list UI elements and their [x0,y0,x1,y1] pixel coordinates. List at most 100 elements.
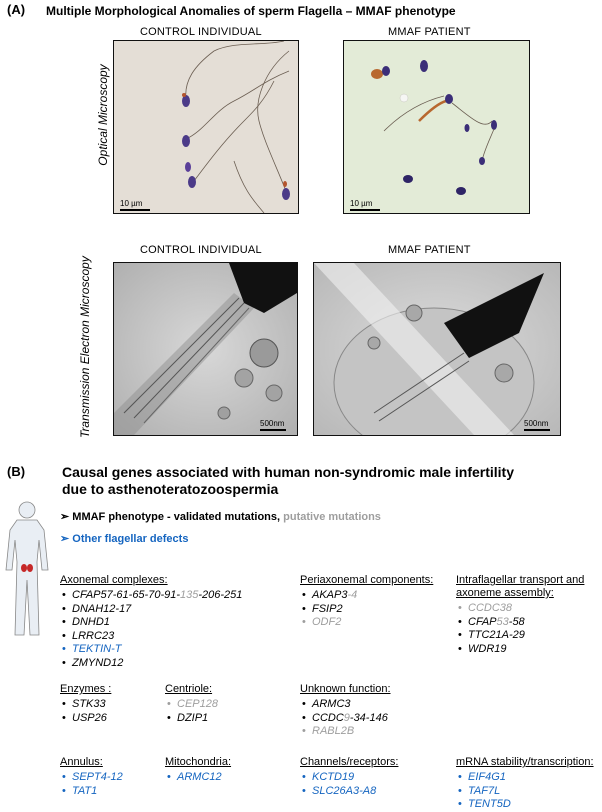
gene-item: TEKTIN-T [60,643,242,657]
scalebar-line [350,209,380,211]
group-title: mRNA stability/transcription: [456,756,594,768]
tem-control-micrograph [114,263,297,435]
gene-name-part: DNHD1 [72,616,110,628]
gene-name-part: STK33 [72,698,106,710]
gene-list: SEPT4-12TAT1 [60,771,123,798]
row-label-optical: Optical Microscopy [96,64,110,166]
gene-name-part: EIF4G1 [468,771,506,783]
scalebar-optical-control: 10 µm [120,199,150,211]
gene-name-part: CEP128 [177,698,218,710]
gene-name-part: CFAP [468,615,497,628]
col-label-control-tem: CONTROL INDIVIDUAL [140,244,262,256]
panel-b-title-line2: due to asthenoteratozoospermia [62,481,279,497]
optical-control-micrograph [114,41,298,213]
gene-list: CFAP57-61-65-70-91-135-206-251DNAH12-17D… [60,589,242,670]
legend-mmaf-arrow-icon: ➢ [60,511,70,523]
scalebar-line [260,429,286,431]
optical-control-image: 10 µm [113,40,299,214]
gene-item: TAF7L [456,785,594,799]
gene-name-part: TEKTIN-T [72,643,122,655]
gene-name-part: WDR19 [468,642,507,655]
gene-name-part: ODF2 [312,616,342,628]
col-label-patient-tem: MMAF PATIENT [388,244,471,256]
gene-item: CEP128 [165,698,218,712]
scalebar-line [524,429,550,431]
legend-other: ➢ Other flagellar defects [60,532,188,545]
group-title: Unknown function: [300,683,391,695]
gene-item: AKAP3-4 [300,589,433,603]
gene-name-part: RABL2B [312,725,355,737]
tem-control-image: 500nm [113,262,298,436]
gene-name-part: SLC26A3-A8 [312,784,377,797]
gene-name-part: FSIP2 [312,602,343,615]
group-title: Axonemal complexes: [60,574,168,586]
group-channels: Channels/receptors: KCTD19SLC26A3-A8 [300,756,398,798]
group-mitochondria: Mitochondria: ARMC12 [165,756,231,785]
tem-patient-micrograph [314,263,560,435]
group-intraflagellar: Intraflagellar transport and axoneme ass… [456,574,584,656]
gene-name-part: ZMYND12 [72,656,124,669]
group-title: Centriole: [165,683,213,695]
gene-name-part: TTC21A-29 [468,629,525,641]
group-title: Channels/receptors: [300,756,399,768]
gene-name-part: SEPT4-12 [72,771,123,783]
scalebar-label: 500nm [260,419,285,428]
group-title: Mitochondria: [165,756,232,768]
gene-name-part: TAT1 [72,784,98,797]
gene-name-part: USP26 [72,711,107,724]
tem-patient-image: 500nm [313,262,561,436]
gene-name-part: KCTD19 [312,771,355,783]
group-centriole: Centriole: CEP128DZIP1 [165,683,218,725]
group-mrna: mRNA stability/transcription: EIF4G1TAF7… [456,756,594,812]
gene-list: AKAP3-4FSIP2ODF2 [300,589,433,630]
legend-mmaf: ➢ MMAF phenotype - validated mutations, … [60,510,381,523]
scalebar-line [120,209,150,211]
gene-name-part: DNAH12-17 [72,602,132,615]
gene-name-part: TAF7L [468,784,501,797]
group-periaxonemal: Periaxonemal components: AKAP3-4FSIP2ODF… [300,574,433,630]
panel-b-title: Causal genes associated with human non-s… [62,464,514,498]
gene-name-part: AKAP3 [312,589,348,601]
scalebar-label: 10 µm [350,199,373,208]
gene-item: LRRC23 [60,630,242,644]
panel-a-title: Multiple Morphological Anomalies of sper… [46,4,456,18]
group-axonemal: Axonemal complexes: CFAP57-61-65-70-91-1… [60,574,242,670]
gene-name-part: -4 [347,589,358,601]
gene-name-part: ARMC3 [312,698,351,710]
gene-list: STK33USP26 [60,698,111,725]
group-title: Annulus: [60,756,103,768]
scalebar-tem-control: 500nm [260,419,286,431]
gene-name-part: ARMC12 [177,771,222,783]
gene-name-part: -58 [508,615,525,628]
optical-patient-micrograph [344,41,529,213]
gene-item: CFAP53-58 [456,616,584,630]
row-label-tem: Transmission Electron Microscopy [78,256,92,438]
group-title-line2: axoneme assembly: [456,587,554,599]
gene-name-part: 9 [343,711,350,724]
legend-mmaf-label: MMAF phenotype - validated mutations, [72,511,281,523]
gene-name-part: CFAP57-61-65-70-91- [72,589,181,601]
gene-item: KCTD19 [300,771,398,785]
gene-item: ARMC12 [165,771,231,785]
col-label-patient-optical: MMAF PATIENT [388,26,471,38]
scalebar-tem-patient: 500nm [524,419,550,431]
legend-putative-label: putative mutations [283,511,381,523]
gene-name-part: DZIP1 [177,711,209,724]
gene-item: ZMYND12 [60,657,242,671]
gene-item: FSIP2 [300,603,433,617]
gene-item: DZIP1 [165,712,218,726]
gene-item: ODF2 [300,616,433,630]
gene-list: KCTD19SLC26A3-A8 [300,771,398,798]
human-body-figure [4,500,50,640]
gene-name-part: LRRC23 [72,629,115,642]
human-body-icon [5,501,49,636]
gene-item: CCDC9-34-146 [300,712,391,726]
scalebar-label: 10 µm [120,199,143,208]
panel-b-title-line1: Causal genes associated with human non-s… [62,464,514,480]
gene-list: ARMC3CCDC9-34-146RABL2B [300,698,391,739]
gene-item: ARMC3 [300,698,391,712]
gene-name-part: -206-251 [198,589,243,601]
group-title: Periaxonemal components: [300,574,434,586]
gene-name-part: -34-146 [349,711,388,724]
group-unknown: Unknown function: ARMC3CCDC9-34-146RABL2… [300,683,391,739]
